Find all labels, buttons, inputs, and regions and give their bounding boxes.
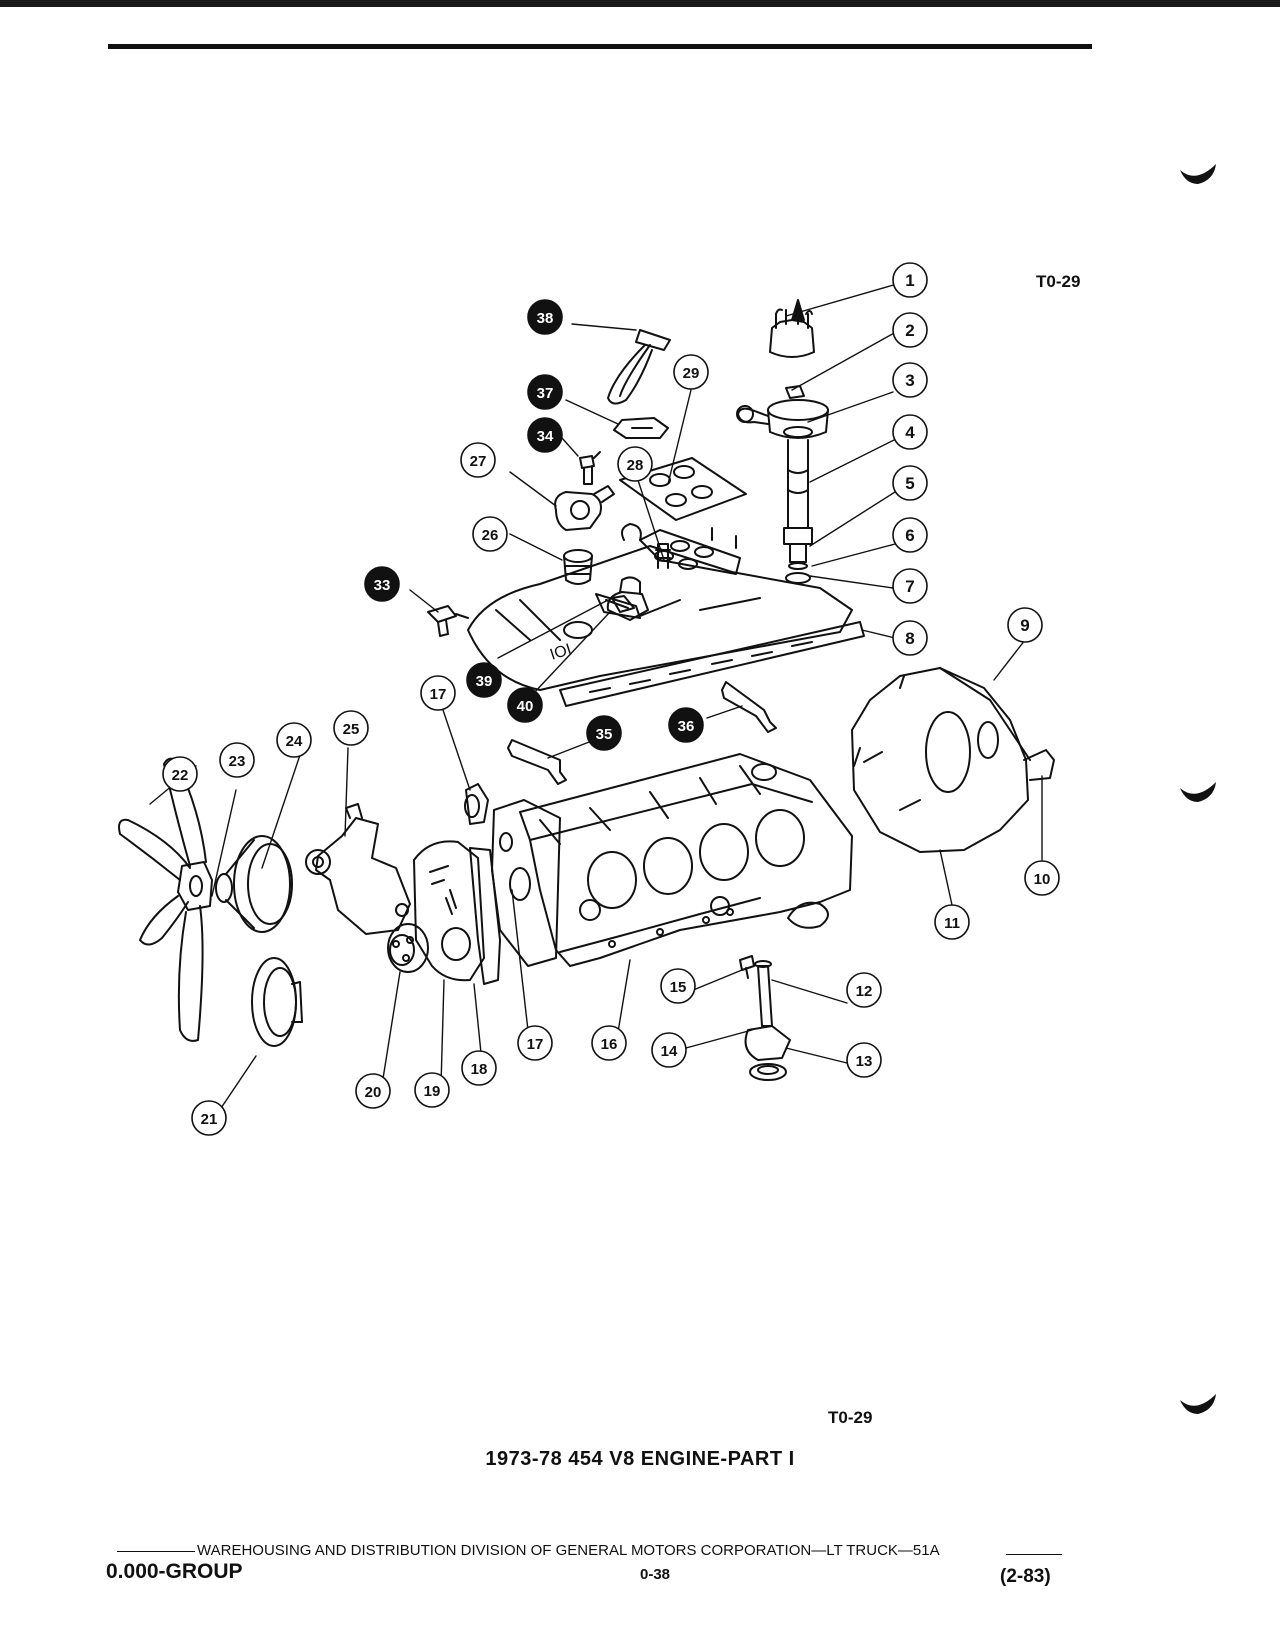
footer-dash [117, 1550, 195, 1552]
callout-number: 38 [537, 310, 554, 327]
callout-number: 14 [661, 1043, 678, 1060]
distributor-cap [769, 299, 815, 358]
figure-code-top: T0-29 [1036, 272, 1081, 291]
temp-sensor [579, 451, 601, 485]
vacuum-tube [607, 329, 671, 405]
publisher-text: WAREHOUSING AND DISTRIBUTION DIVISION OF… [197, 1542, 940, 1559]
callouts [162, 262, 1060, 1136]
egr-gasket [613, 417, 669, 439]
callout-number: 17 [430, 686, 447, 703]
distributor-housing [736, 385, 829, 439]
callout-number: 20 [365, 1084, 382, 1101]
cooling-fan [118, 757, 207, 1042]
callout-number: 13 [856, 1053, 873, 1070]
oil-pump [744, 960, 791, 1081]
header-rule [108, 44, 1092, 49]
callout-number: 5 [905, 474, 914, 493]
page-number: 0-38 [639, 1566, 671, 1583]
callout-number: 23 [229, 753, 246, 770]
intake-manifold-gasket [559, 621, 865, 707]
callout-number: 39 [476, 673, 493, 690]
callout-number: 29 [683, 365, 700, 382]
callout-number: 15 [670, 979, 687, 996]
figure-code-bottom: T0-29 [828, 1408, 873, 1427]
distributor-shaft [783, 439, 813, 584]
publisher-line: WAREHOUSING AND DISTRIBUTION DIVISION OF… [117, 1542, 940, 1559]
callout-number: 2 [905, 321, 914, 340]
callout-number: 26 [482, 527, 499, 544]
crankshaft-pulley [251, 957, 303, 1047]
callout-number: 7 [905, 577, 914, 596]
group-number: 0.000-GROUP [106, 1560, 243, 1583]
footer-end-rule [1006, 1554, 1062, 1555]
valley-baffle-left [507, 739, 567, 785]
binder-hole-mark [1180, 164, 1216, 184]
callout-number: 25 [343, 721, 360, 738]
water-pump [305, 803, 411, 935]
callout-number: 10 [1034, 871, 1051, 888]
figure-caption: 1973-78 454 V8 ENGINE-PART I [485, 1448, 795, 1470]
callout-number: 1 [905, 271, 914, 290]
fan-spacer [177, 861, 213, 911]
flywheel-housing [851, 667, 1055, 853]
callout-number: 16 [601, 1036, 618, 1053]
callout-number: 3 [905, 371, 914, 390]
engine-block [519, 753, 853, 967]
callout-number: 8 [905, 629, 914, 648]
callout-number: 36 [678, 718, 695, 735]
callout-number: 18 [471, 1061, 488, 1078]
callout-labels: 1234567891011121314151617171819202122232… [172, 271, 1051, 1128]
intake-manifold: IOI [467, 523, 853, 691]
front-cover-seal [464, 794, 480, 818]
binder-hole-mark [1180, 782, 1216, 802]
vacuum-fitting [427, 605, 469, 637]
block-front-plate [491, 799, 561, 967]
front-cover-gasket [465, 783, 489, 825]
callout-number: 27 [470, 453, 487, 470]
binder-hole-mark [1180, 1394, 1216, 1414]
callout-number: 22 [172, 767, 189, 784]
callout-number: 33 [374, 577, 391, 594]
thermostat-housing [554, 485, 615, 531]
timing-cover [413, 840, 485, 982]
valley-baffle-right [721, 681, 777, 733]
egr-spacer-gasket [595, 593, 641, 619]
revision-date: (2-83) [1000, 1566, 1051, 1587]
callout-number: 17 [527, 1036, 544, 1053]
drain-plug [739, 955, 755, 979]
callout-number: 6 [905, 526, 914, 545]
callout-number: 37 [537, 385, 554, 402]
carburetor-gasket [619, 457, 747, 521]
egr-valve [606, 576, 649, 621]
callout-number: 21 [201, 1111, 218, 1128]
callout-number: 24 [286, 733, 303, 750]
timing-cover-gasket [469, 847, 501, 985]
thermostat [563, 549, 593, 585]
callout-number: 28 [627, 457, 644, 474]
callout-number: 35 [596, 726, 613, 743]
harmonic-balancer [387, 923, 429, 973]
svg-text:IOI: IOI [548, 641, 574, 664]
callout-number: 40 [517, 698, 534, 715]
page-top-edge [0, 0, 1280, 7]
callout-number: 12 [856, 983, 873, 1000]
callout-number: 9 [1020, 616, 1029, 635]
callout-number: 19 [424, 1083, 441, 1100]
callout-number: 34 [537, 428, 554, 445]
fan-pulley [215, 835, 293, 933]
callout-number: 4 [905, 423, 915, 442]
callout-number: 11 [944, 915, 960, 932]
